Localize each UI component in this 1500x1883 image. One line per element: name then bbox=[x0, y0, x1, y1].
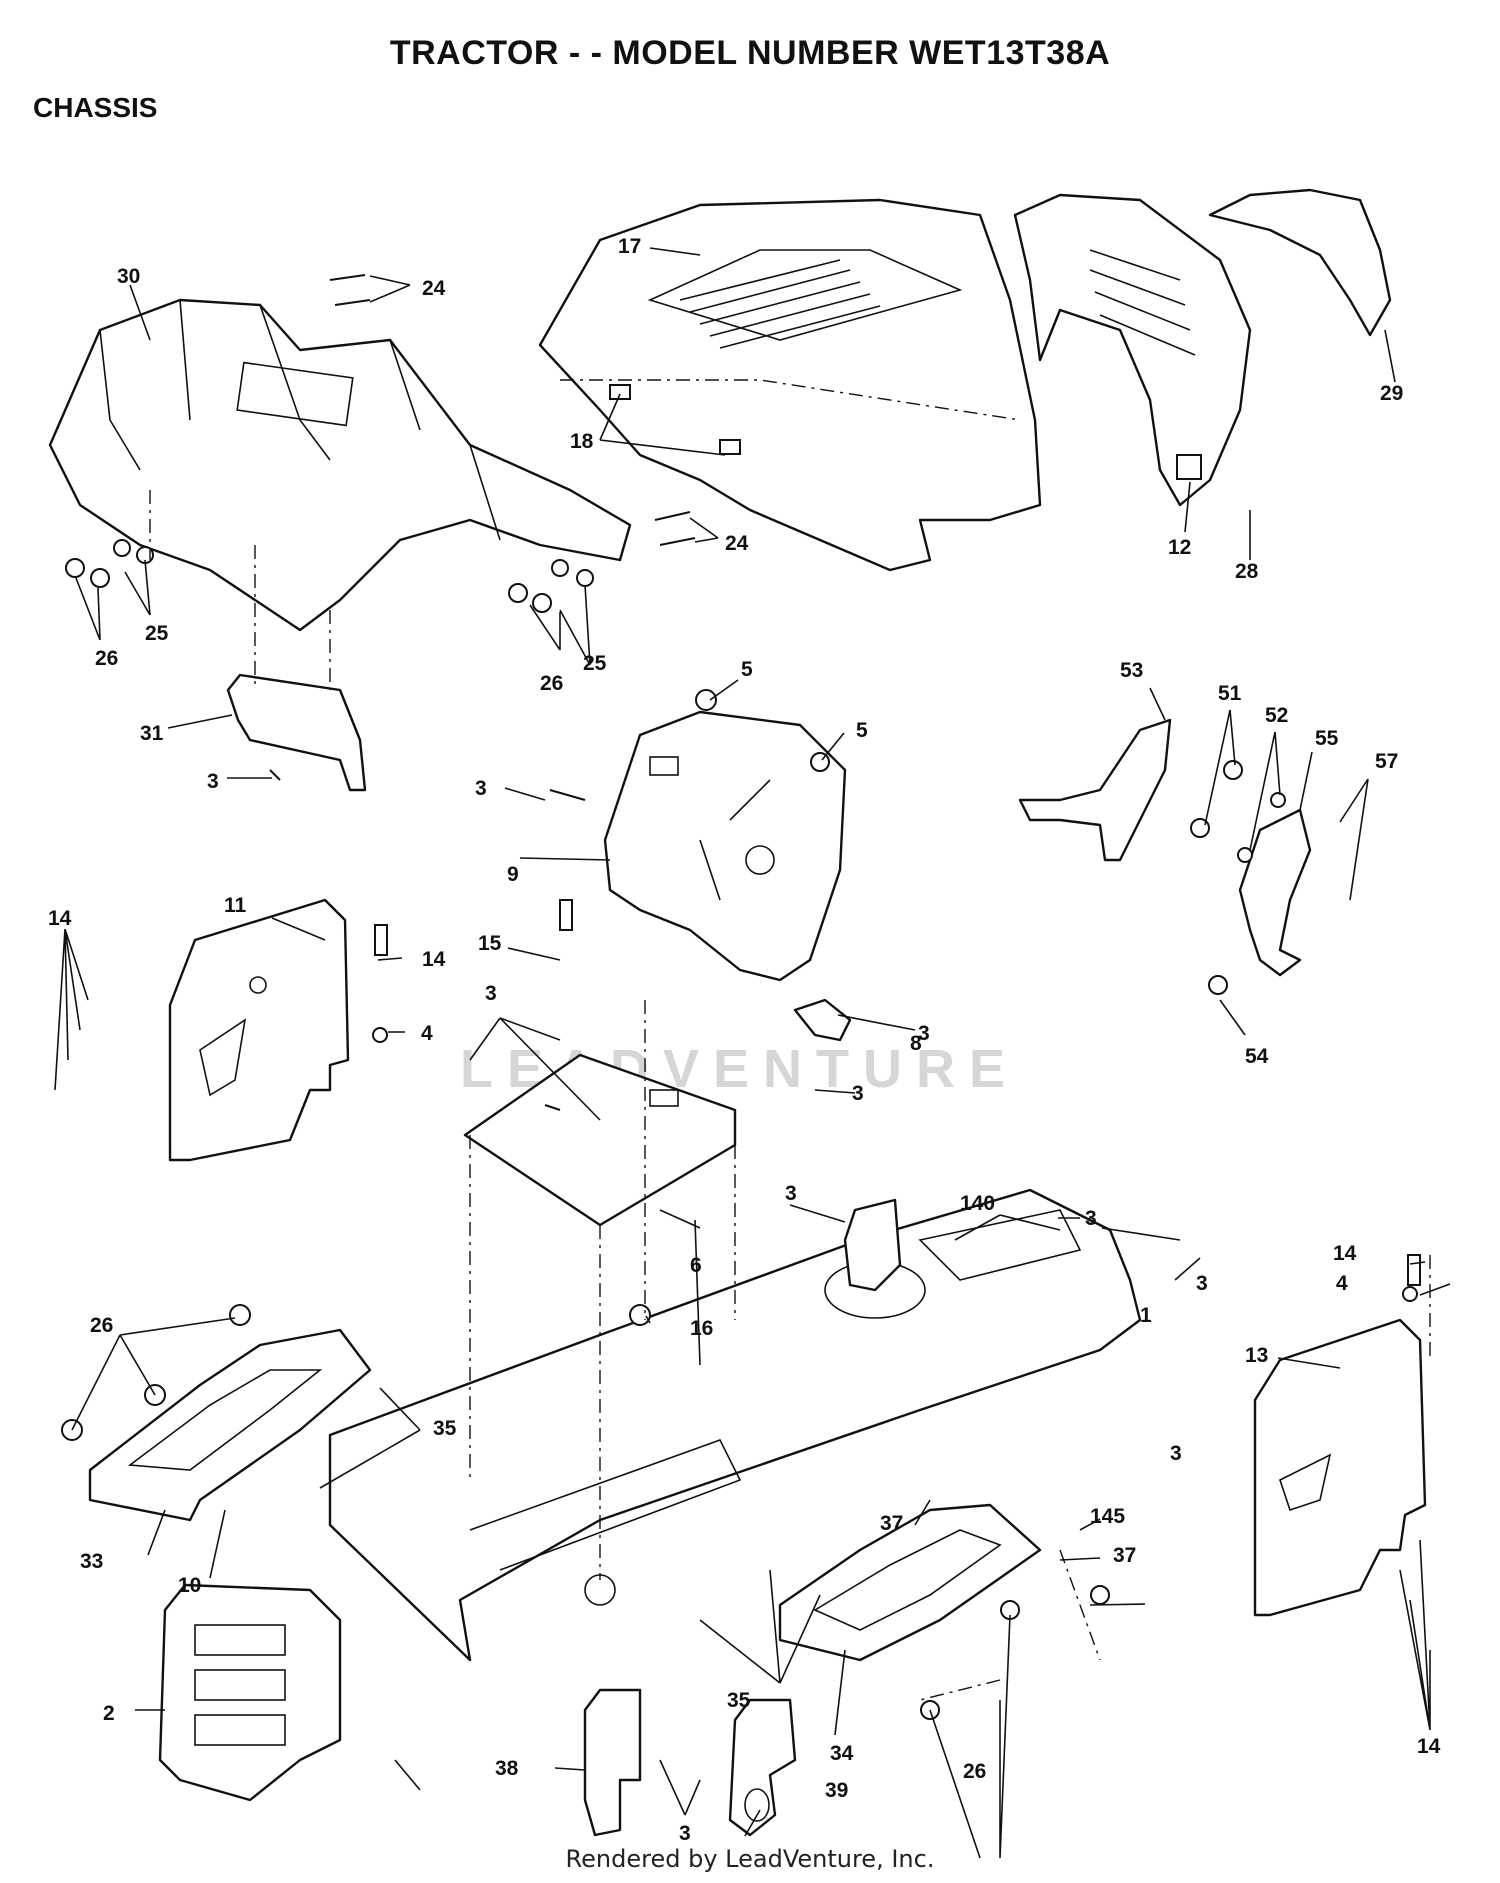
assembly-lines bbox=[149, 490, 1431, 1701]
callout-37a: 37 bbox=[880, 1512, 903, 1535]
callout-11: 11 bbox=[224, 894, 247, 917]
callout-57: 57 bbox=[1375, 750, 1398, 773]
callout-9: 9 bbox=[507, 863, 519, 886]
nose-piece[interactable] bbox=[1208, 188, 1392, 337]
callout-3a: 3 bbox=[207, 770, 219, 793]
callout-26c: 26 bbox=[90, 1314, 113, 1337]
nut-12[interactable] bbox=[1176, 454, 1202, 480]
callout-18: 18 bbox=[570, 430, 594, 453]
dash-panel[interactable] bbox=[603, 710, 847, 982]
callout-3g: 3 bbox=[1085, 1207, 1097, 1230]
callout-3e: 3 bbox=[852, 1082, 864, 1105]
callout-2: 2 bbox=[103, 1702, 115, 1725]
callout-30: 30 bbox=[117, 265, 140, 288]
bracket-39[interactable] bbox=[728, 1698, 797, 1837]
page-title: TRACTOR - - MODEL NUMBER WET13T38A bbox=[389, 34, 1111, 72]
bracket-53[interactable] bbox=[1018, 718, 1172, 862]
callout-35b: 35 bbox=[727, 1689, 751, 1712]
callout-26: 26 bbox=[95, 647, 118, 670]
callout-145: 145 bbox=[1090, 1505, 1125, 1528]
callout-3h: 3 bbox=[1196, 1272, 1208, 1295]
rear-fender[interactable] bbox=[48, 298, 632, 632]
callout-4a: 4 bbox=[421, 1022, 433, 1045]
callout-6: 6 bbox=[690, 1254, 702, 1277]
clip-8[interactable] bbox=[793, 998, 852, 1042]
callout-34: 34 bbox=[830, 1742, 854, 1765]
callout-3i: 3 bbox=[1170, 1442, 1182, 1465]
callout-35a: 35 bbox=[433, 1417, 457, 1440]
callout-51: 51 bbox=[1218, 682, 1242, 705]
bracket-55[interactable] bbox=[1238, 808, 1312, 977]
callout-28: 28 bbox=[1235, 560, 1259, 583]
callout-26b: 26 bbox=[540, 672, 563, 695]
callout-26d: 26 bbox=[963, 1760, 986, 1783]
side-panel-left[interactable] bbox=[168, 898, 350, 1162]
callout-5a: 5 bbox=[741, 658, 753, 681]
callout-13: 13 bbox=[1245, 1344, 1268, 1367]
bracket-31[interactable] bbox=[226, 673, 367, 792]
leader-lines bbox=[54, 247, 1451, 1859]
callout-140: 140 bbox=[960, 1192, 995, 1215]
callout-17: 17 bbox=[618, 235, 641, 258]
hood[interactable] bbox=[538, 198, 1042, 572]
callouts: 30 24 17 18 29 12 28 24 25 26 26 25 31 3… bbox=[48, 235, 1441, 1845]
callout-14c: 14 bbox=[1333, 1242, 1357, 1265]
callout-29: 29 bbox=[1380, 382, 1403, 405]
callout-54: 54 bbox=[1245, 1045, 1269, 1068]
callout-24: 24 bbox=[422, 277, 446, 300]
callout-15: 15 bbox=[478, 932, 502, 955]
callout-25b: 25 bbox=[583, 652, 607, 675]
callout-3b: 3 bbox=[475, 777, 487, 800]
callout-33: 33 bbox=[80, 1550, 103, 1573]
callout-14b: 14 bbox=[422, 948, 446, 971]
callout-53: 53 bbox=[1120, 659, 1143, 682]
bracket-38[interactable] bbox=[583, 1688, 642, 1837]
callout-3j: 3 bbox=[679, 1822, 691, 1845]
callout-24b: 24 bbox=[725, 532, 749, 555]
callout-3d: 3 bbox=[485, 982, 497, 1005]
grille[interactable] bbox=[1013, 193, 1252, 507]
footrest-right[interactable] bbox=[778, 1503, 1042, 1662]
callout-14d: 14 bbox=[1417, 1735, 1441, 1758]
callout-4b: 4 bbox=[1336, 1272, 1348, 1295]
footer-credit: Rendered by LeadVenture, Inc. bbox=[565, 1845, 935, 1873]
callout-3f: 3 bbox=[785, 1182, 797, 1205]
section-title: CHASSIS bbox=[33, 92, 158, 123]
callout-14a: 14 bbox=[48, 907, 72, 930]
callout-16: 16 bbox=[690, 1317, 713, 1340]
callout-52: 52 bbox=[1265, 704, 1288, 727]
callout-3c: 3 bbox=[918, 1022, 930, 1045]
callout-38: 38 bbox=[495, 1757, 519, 1780]
callout-31: 31 bbox=[140, 722, 164, 745]
bracket-140[interactable] bbox=[843, 1198, 902, 1292]
callout-55: 55 bbox=[1315, 727, 1339, 750]
footrest-left[interactable] bbox=[88, 1328, 372, 1522]
callout-12: 12 bbox=[1168, 536, 1191, 559]
callout-39: 39 bbox=[825, 1779, 848, 1802]
callout-1: 1 bbox=[1140, 1304, 1152, 1327]
callout-8: 8 bbox=[910, 1032, 922, 1055]
side-panel-right[interactable] bbox=[1253, 1318, 1427, 1617]
callout-5b: 5 bbox=[856, 719, 868, 742]
plate-6[interactable] bbox=[463, 1053, 737, 1227]
callout-37b: 37 bbox=[1113, 1544, 1136, 1567]
plate-2[interactable] bbox=[158, 1583, 342, 1802]
callout-10: 10 bbox=[178, 1574, 201, 1597]
callout-25: 25 bbox=[145, 622, 169, 645]
